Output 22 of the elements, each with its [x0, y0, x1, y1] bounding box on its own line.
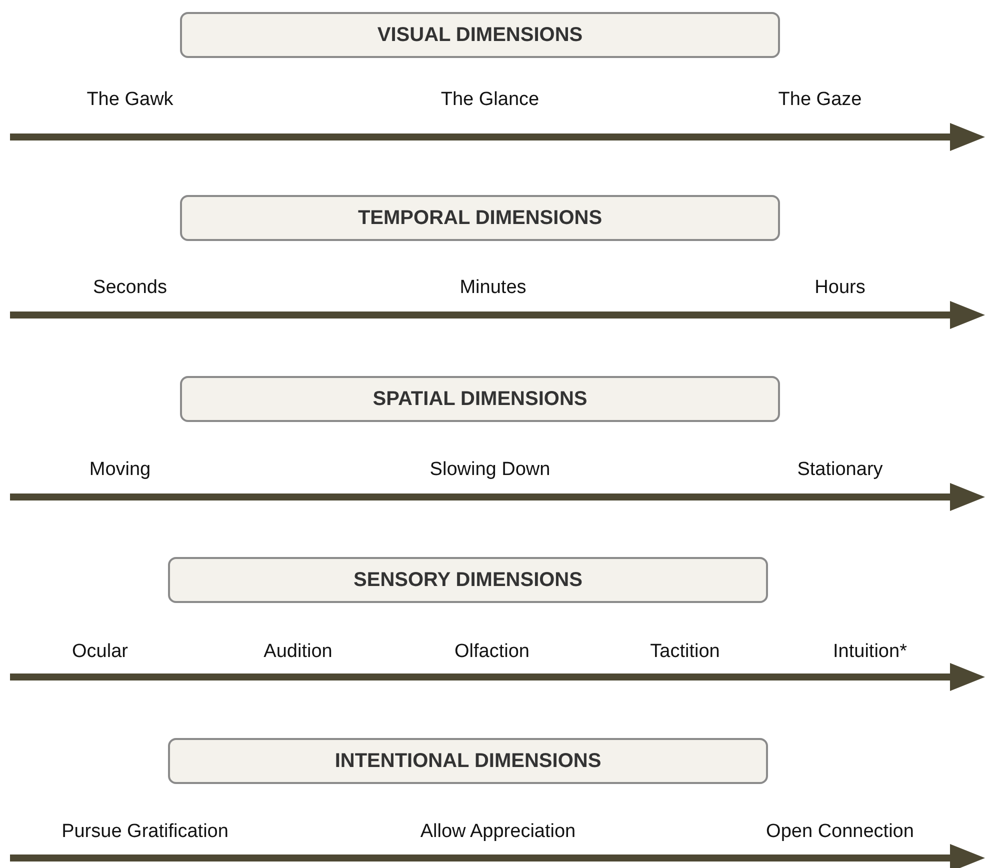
- scale-label: Ocular: [72, 641, 128, 663]
- dimension-heading-box: INTENTIONAL DIMENSIONS: [168, 738, 768, 784]
- dimension-heading-box: SENSORY DIMENSIONS: [168, 557, 768, 603]
- scale-label: The Gaze: [778, 89, 862, 111]
- scale-label: Allow Appreciation: [420, 821, 576, 843]
- scale-label: Moving: [89, 459, 151, 481]
- scale-label: Tactition: [650, 641, 720, 663]
- scale-label: Seconds: [93, 277, 167, 299]
- dimension-heading-box: TEMPORAL DIMENSIONS: [180, 195, 780, 241]
- scale-label: Intuition*: [833, 641, 907, 663]
- scale-label: Olfaction: [454, 641, 530, 663]
- scale-label: The Gawk: [86, 89, 174, 111]
- scale-label: Hours: [814, 277, 866, 299]
- dimension-heading-box: SPATIAL DIMENSIONS: [180, 376, 780, 422]
- scale-label: Stationary: [797, 459, 883, 481]
- dimension-heading-box: VISUAL DIMENSIONS: [180, 12, 780, 58]
- scale-label: Open Connection: [766, 821, 914, 843]
- scale-label: Minutes: [460, 277, 526, 299]
- scale-label: The Glance: [440, 89, 540, 111]
- scale-label: Audition: [264, 641, 332, 663]
- scale-label: Pursue Gratification: [62, 821, 228, 843]
- scale-label: Slowing Down: [430, 459, 550, 481]
